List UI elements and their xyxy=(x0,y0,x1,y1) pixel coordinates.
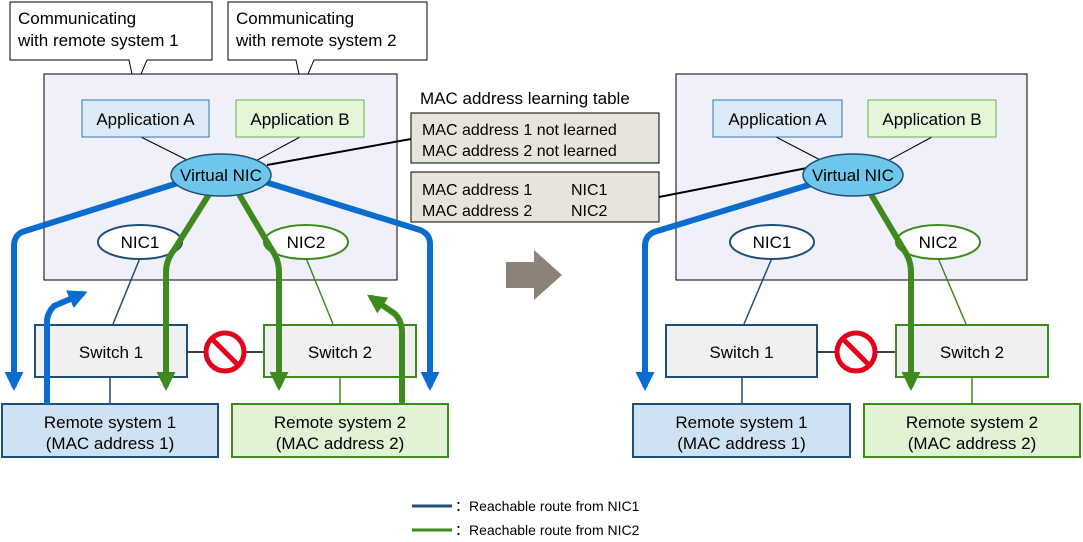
callout-system2-line2: with remote system 2 xyxy=(235,31,397,50)
left-virtual-nic: Virtual NIC xyxy=(170,153,272,197)
left-nic1-links xyxy=(109,257,141,405)
left-green-route-nic2 xyxy=(237,193,289,391)
mac-table-title: MAC address learning table xyxy=(420,89,630,108)
mac-table-after: MAC address 1 NIC1 MAC address 2 NIC2 xyxy=(410,171,660,223)
legend: ：Reachable route from NIC1 ：Reachable ro… xyxy=(412,498,640,538)
right-remote-system2-line1: Remote system 2 xyxy=(906,413,1038,432)
left-remote-system1-line2: (MAC address 1) xyxy=(46,434,174,453)
left-switch2-label: Switch 2 xyxy=(308,343,372,362)
right-remote-system2-line2: (MAC address 2) xyxy=(908,434,1036,453)
right-virtual-nic-label: Virtual NIC xyxy=(812,166,894,185)
right-table-connector xyxy=(658,167,808,198)
right-nic1-links xyxy=(741,257,773,405)
left-nic2-label: NIC2 xyxy=(287,233,326,252)
right-blocked-icon xyxy=(834,330,878,374)
callout-system1: Communicating with remote system 1 xyxy=(9,1,213,90)
left-remote-system2: Remote system 2 (MAC address 2) xyxy=(231,403,449,458)
right-remote-system2: Remote system 2 (MAC address 2) xyxy=(863,403,1081,458)
mac-table-after-row2-nic: NIC2 xyxy=(571,203,608,220)
left-table-connector xyxy=(266,138,412,166)
mac-table-before: MAC address 1 not learned MAC address 2 … xyxy=(410,112,660,164)
left-blue-route-up xyxy=(44,290,88,405)
right-switch1: Switch 1 xyxy=(665,324,818,378)
legend-nic2-label: ：Reachable route from NIC2 xyxy=(455,522,640,538)
left-blue-route-outer-right xyxy=(259,178,440,391)
right-remote-system1: Remote system 1 (MAC address 1) xyxy=(632,403,851,458)
right-application-b: Application B xyxy=(867,99,997,138)
right-blue-route xyxy=(635,181,815,391)
left-nic1-label: NIC1 xyxy=(121,233,160,252)
right-routes xyxy=(635,181,921,391)
right-nic1: NIC1 xyxy=(729,224,815,260)
callout-system2-line1: Communicating xyxy=(236,9,354,28)
left-remote-system1: Remote system 1 (MAC address 1) xyxy=(1,403,219,458)
right-nic2-links xyxy=(937,257,973,405)
right-switch2: Switch 2 xyxy=(895,324,1049,378)
transition-arrow xyxy=(506,250,562,300)
right-nic2-label: NIC2 xyxy=(919,233,958,252)
mac-table-after-row2-mac: MAC address 2 xyxy=(422,203,532,220)
right-green-route xyxy=(869,193,921,391)
left-application-a: Application A xyxy=(81,99,210,138)
right-switch1-label: Switch 1 xyxy=(709,343,773,362)
left-application-b: Application B xyxy=(235,99,365,138)
left-blue-route-outer-left xyxy=(4,180,181,391)
left-application-b-label: Application B xyxy=(250,110,349,129)
left-nic1: NIC1 xyxy=(97,224,183,260)
right-remote-system1-line1: Remote system 1 xyxy=(675,413,807,432)
left-switch1: Switch 1 xyxy=(34,324,188,378)
right-application-b-label: Application B xyxy=(882,110,981,129)
mac-table-before-line1: MAC address 1 not learned xyxy=(422,122,617,139)
left-virtual-nic-label: Virtual NIC xyxy=(180,166,262,185)
left-nic2: NIC2 xyxy=(263,224,349,260)
right-nic2: NIC2 xyxy=(895,224,981,260)
right-virtual-nic: Virtual NIC xyxy=(802,153,904,197)
left-nic2-links xyxy=(305,257,341,405)
left-switch2: Switch 2 xyxy=(263,324,417,378)
right-application-a: Application A xyxy=(712,99,843,138)
mac-table-after-row1-mac: MAC address 1 xyxy=(422,182,532,199)
right-remote-system1-line2: (MAC address 1) xyxy=(677,434,805,453)
legend-nic1-label: ：Reachable route from NIC1 xyxy=(455,498,640,514)
left-remote-system1-line1: Remote system 1 xyxy=(44,413,176,432)
left-remote-system2-line1: Remote system 2 xyxy=(274,413,406,432)
callout-system1-line2: with remote system 1 xyxy=(17,31,179,50)
left-switch1-label: Switch 1 xyxy=(79,343,143,362)
mac-table-before-line2: MAC address 2 not learned xyxy=(422,143,617,160)
mac-table-after-row1-nic: NIC1 xyxy=(571,182,608,199)
left-remote-system2-line2: (MAC address 2) xyxy=(276,434,404,453)
left-green-route-nic1 xyxy=(156,193,211,391)
left-green-route-up xyxy=(367,294,405,405)
right-application-a-label: Application A xyxy=(728,110,827,129)
callout-system2: Communicating with remote system 2 xyxy=(227,1,428,90)
right-nic1-label: NIC1 xyxy=(753,233,792,252)
callout-system1-line1: Communicating xyxy=(18,9,136,28)
right-switch2-label: Switch 2 xyxy=(940,343,1004,362)
left-routes xyxy=(4,178,440,405)
left-application-a-label: Application A xyxy=(96,110,195,129)
left-blocked-icon xyxy=(203,330,247,374)
